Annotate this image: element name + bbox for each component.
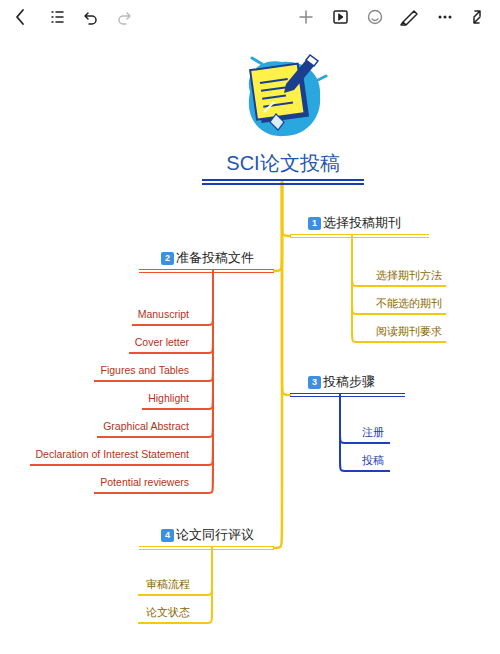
topic-text: 选择期刊方法 [376, 269, 442, 281]
topic-text: 准备投稿文件 [176, 250, 254, 265]
topic-text: 注册 [362, 426, 384, 438]
leaf-topic: Graphical Abstract [97, 420, 207, 438]
topic-text: 不能选的期刊 [376, 297, 442, 309]
branch-topic: 2准备投稿文件 [139, 250, 274, 273]
leaf-topic: 注册 [346, 426, 390, 444]
number-badge: 2 [161, 252, 174, 265]
topic-text: 论文同行评议 [176, 527, 254, 542]
topic-text: Manuscript [138, 308, 189, 320]
topic-text: SCI论文投稿 [226, 152, 339, 174]
leaf-topic: 不能选的期刊 [358, 297, 446, 315]
branch-topic: 4论文同行评议 [139, 527, 274, 550]
branch-connector [274, 182, 282, 548]
topic-text: 选择投稿期刊 [323, 215, 401, 230]
central-topic: SCI论文投稿 [202, 151, 363, 185]
topic-text: 投稿步骤 [323, 374, 375, 389]
topic-text: Highlight [148, 392, 189, 404]
topic-text: Declaration of Interest Statement [36, 448, 190, 460]
branch-connector [207, 271, 213, 493]
leaf-topic: Highlight [142, 392, 207, 410]
document-illustration [249, 55, 326, 136]
topic-text: Graphical Abstract [103, 420, 189, 432]
branch-connector [206, 548, 212, 623]
topic-text: 阅读期刊要求 [376, 325, 442, 337]
branch-topic: 3投稿步骤 [290, 374, 405, 397]
topic-text: 投稿 [362, 454, 384, 466]
topic-text: Figures and Tables [100, 364, 189, 376]
leaf-topic: Figures and Tables [94, 364, 207, 382]
leaf-topic: 选择期刊方法 [358, 269, 446, 287]
leaf-topic: 审稿流程 [138, 578, 206, 596]
topic-text: 审稿流程 [146, 578, 190, 590]
topic-text: Potential reviewers [100, 476, 189, 488]
leaf-topic: 阅读期刊要求 [358, 325, 446, 343]
topic-text: Cover letter [135, 336, 189, 348]
leaf-topic: Cover letter [129, 336, 207, 354]
number-badge: 3 [308, 376, 321, 389]
leaf-topic: Potential reviewers [94, 476, 207, 494]
number-badge: 1 [308, 217, 321, 230]
leaf-topic: 论文状态 [138, 606, 206, 624]
topic-text: 论文状态 [146, 606, 190, 618]
leaf-topic: Declaration of Interest Statement [30, 448, 208, 466]
leaf-topic: 投稿 [346, 454, 390, 472]
toolbar-icons [17, 10, 480, 25]
branch-topic: 1选择投稿期刊 [290, 215, 429, 238]
leaf-topic: Manuscript [132, 308, 207, 326]
number-badge: 4 [161, 529, 174, 542]
